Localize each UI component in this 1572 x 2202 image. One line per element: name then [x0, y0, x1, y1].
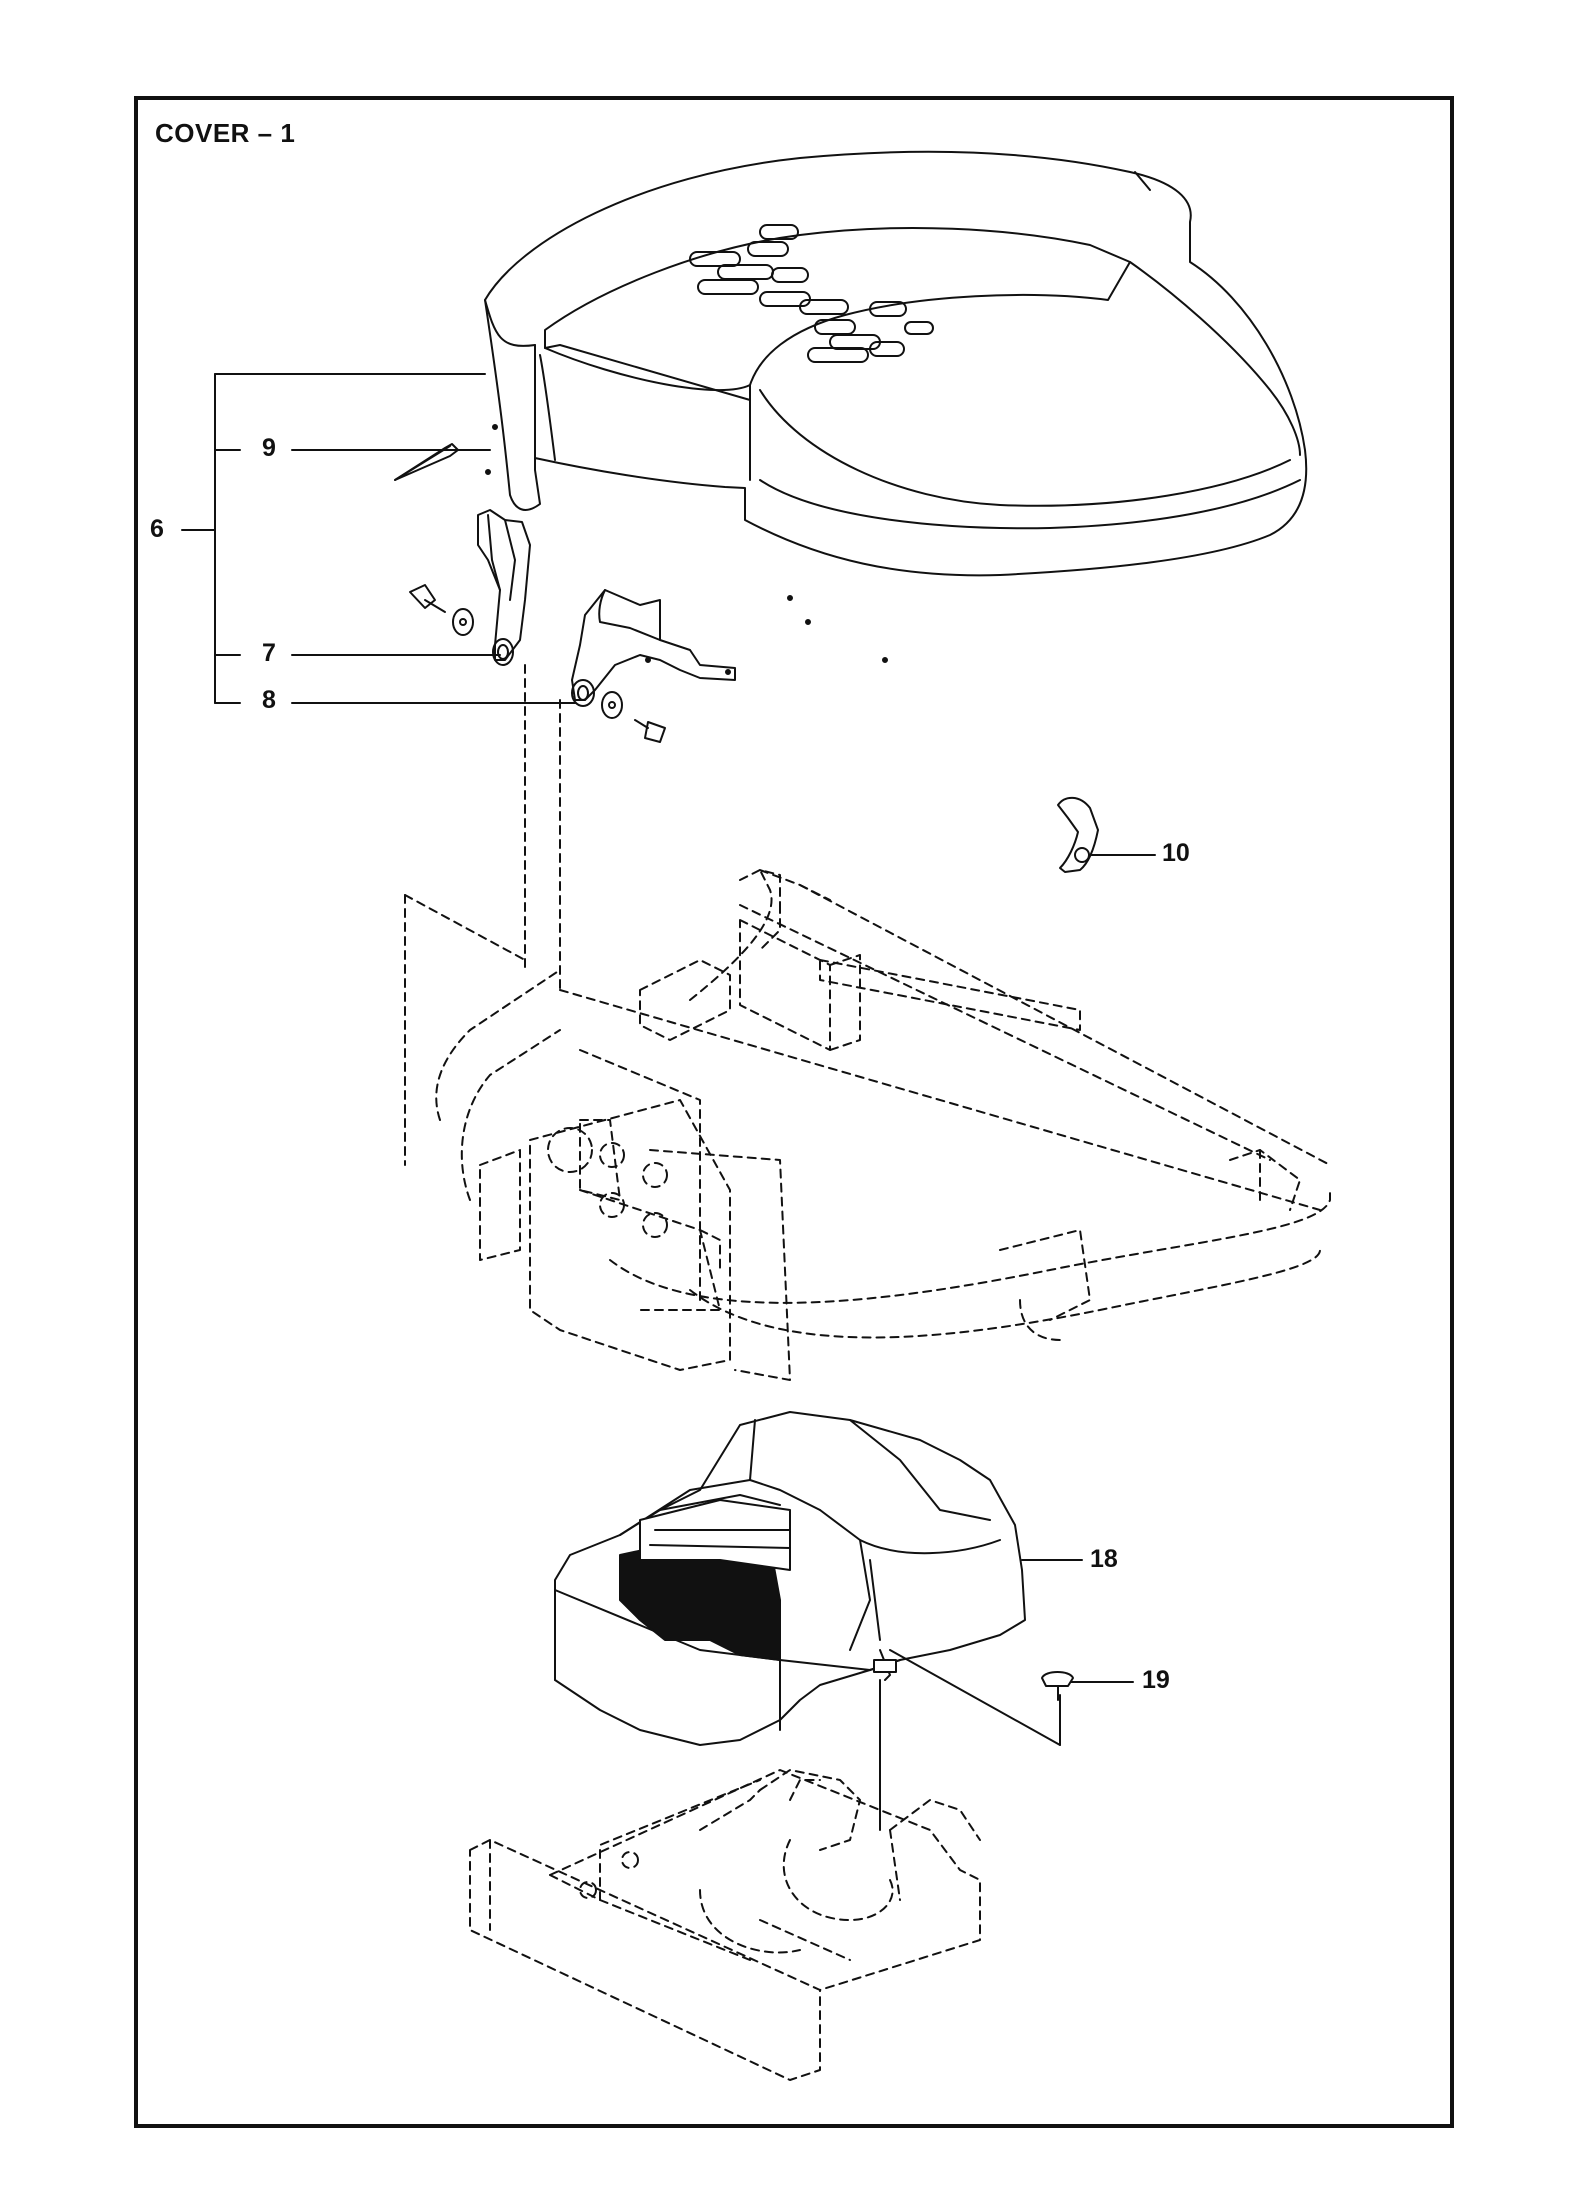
bracket-right — [571, 589, 736, 707]
lower-cover-part-18 — [554, 1411, 1026, 1746]
page-title: COVER – 1 — [155, 118, 296, 148]
leader-lines — [181, 373, 1156, 1746]
callout-6: 6 — [150, 515, 164, 543]
chassis-frame-dashed — [404, 664, 1331, 1381]
drawing-frame — [134, 96, 1454, 2128]
pin-part-9 — [394, 443, 459, 481]
screw-right — [601, 691, 666, 743]
callout-18: 18 — [1090, 1545, 1118, 1573]
callout-7: 7 — [262, 639, 276, 667]
callout-10: 10 — [1162, 839, 1190, 867]
vent-slots — [689, 224, 934, 363]
screw-part-19 — [1041, 1671, 1074, 1701]
bracket-left — [477, 509, 531, 666]
callout-19: 19 — [1142, 1666, 1170, 1694]
clip-part-10 — [1057, 796, 1099, 873]
callout-8: 8 — [262, 686, 276, 714]
callout-9: 9 — [262, 434, 276, 462]
lower-frame-dashed — [469, 1769, 981, 2081]
screw-left — [409, 584, 474, 636]
top-cover — [484, 150, 1308, 663]
